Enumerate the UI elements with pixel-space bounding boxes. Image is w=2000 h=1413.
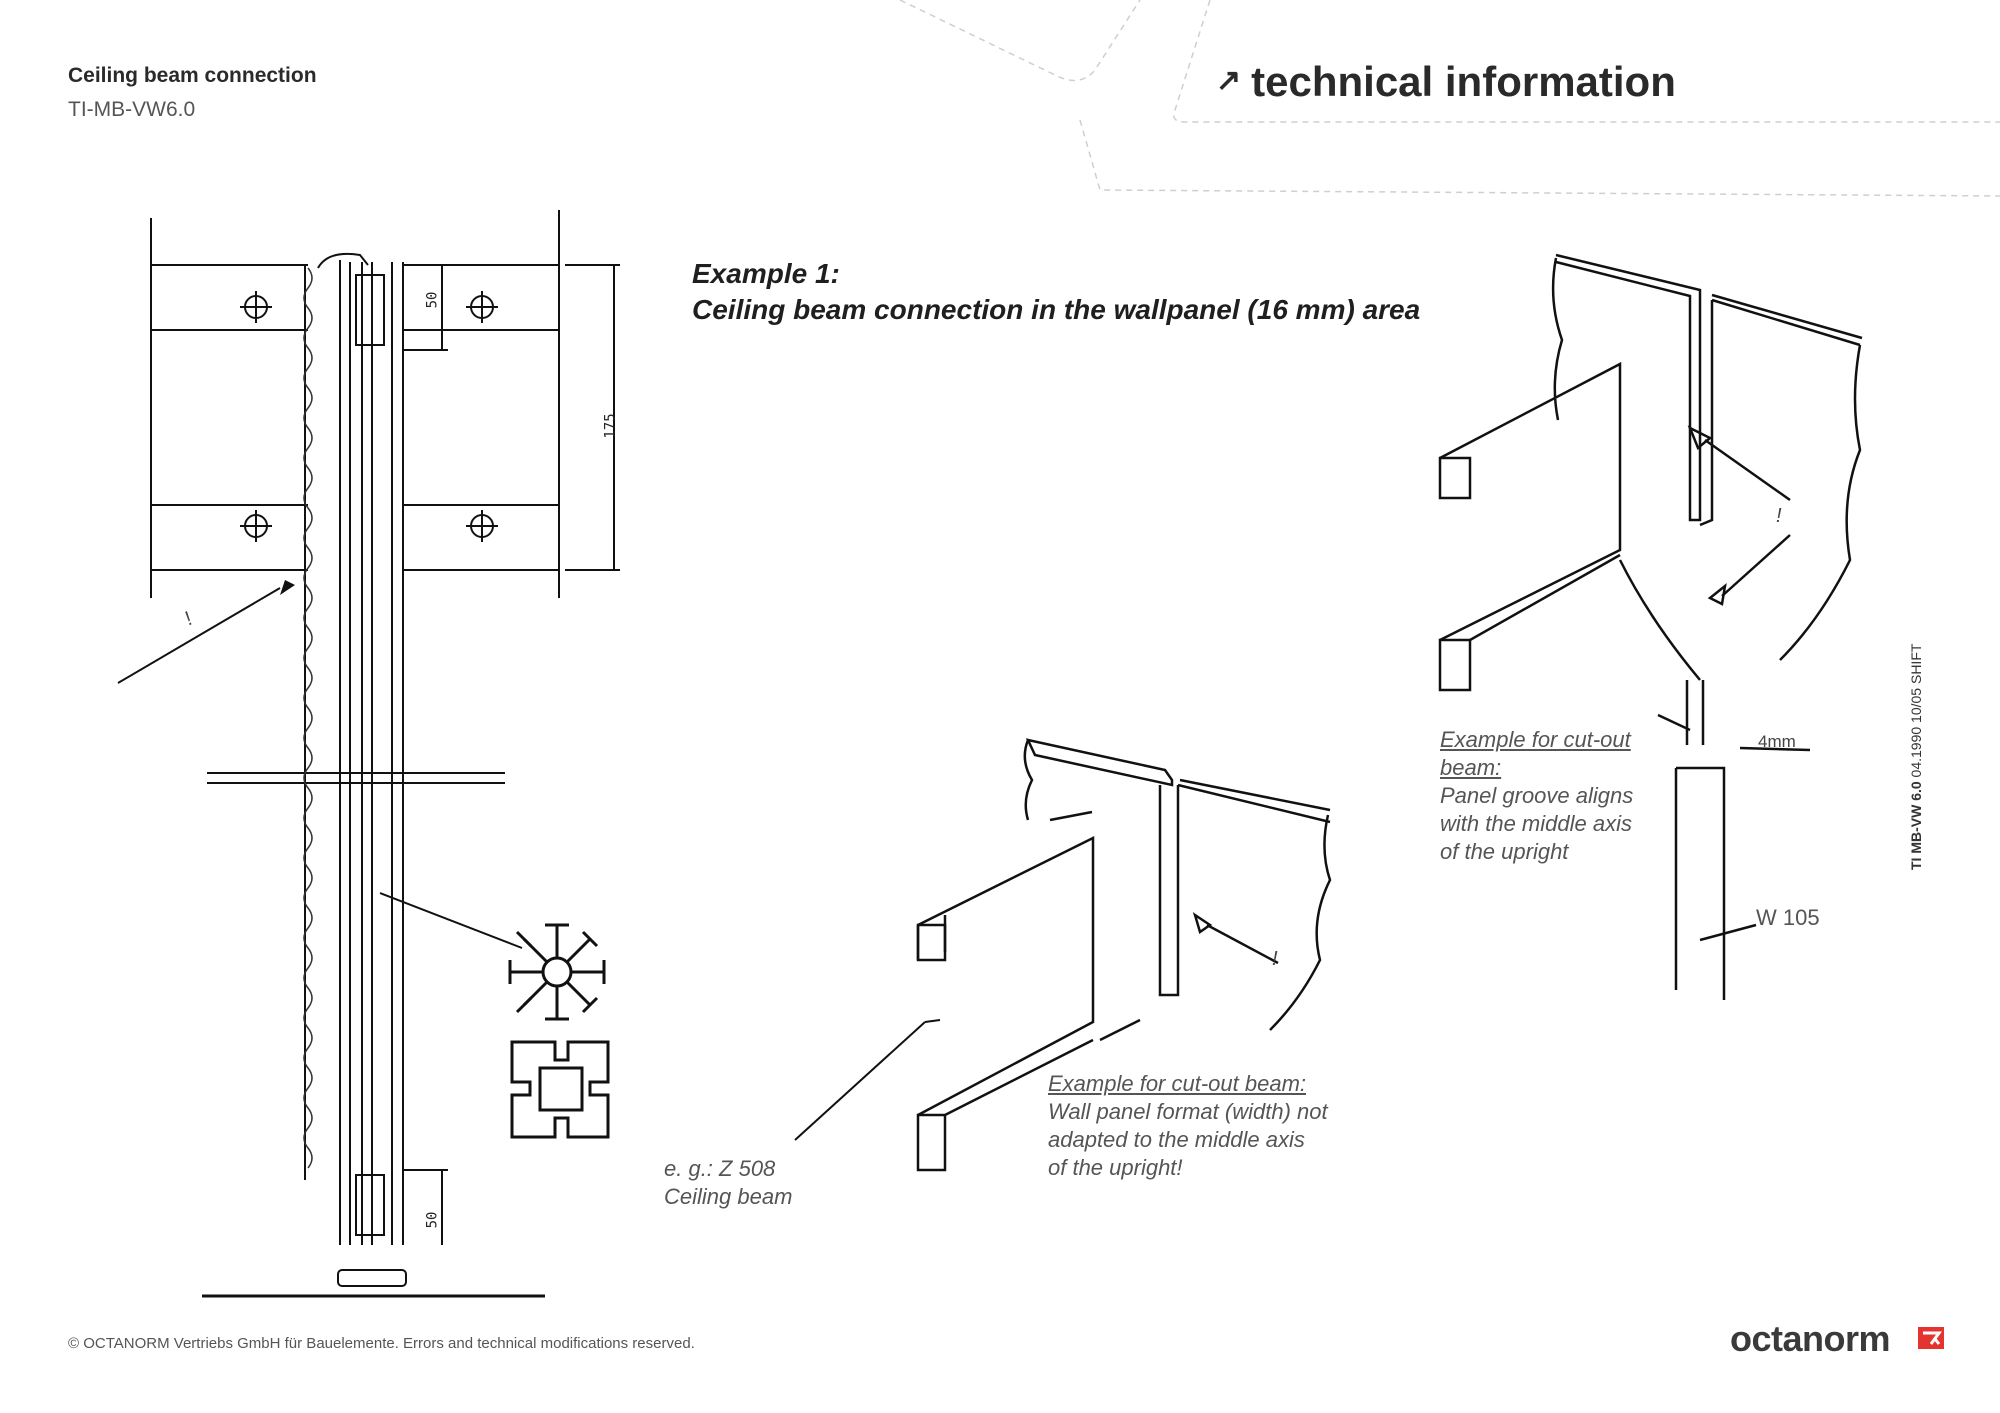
example-heading-line2: Ceiling beam connection in the wallpanel… (692, 294, 1421, 325)
right-note-line3: Panel groove aligns (1440, 783, 1634, 808)
warning-mark-middle: ! (1272, 948, 1278, 970)
arrow-up-right-icon: ↗ (1216, 64, 1242, 97)
middle-note: Example for cut-out beam: Wall panel for… (1048, 1070, 1328, 1182)
dimension-4mm: 4mm (1758, 732, 1796, 751)
w105-label: W 105 (1756, 905, 1820, 930)
warning-mark-right: ! (1776, 505, 1782, 527)
brand-logo-text: octanorm (1730, 1318, 1891, 1359)
section-title-text: technical information (1251, 58, 1676, 105)
side-reference-rest: 04.1990 10/05 SHIFT (1908, 643, 1924, 782)
right-note-heading-line1: Example for cut-out (1440, 727, 1631, 752)
ceiling-beam-label-line2: Ceiling beam (664, 1184, 793, 1209)
document-code: TI-MB-VW6.0 (68, 98, 196, 121)
side-reference: TI MB-VW 6.0 04.1990 10/05 SHIFT (1908, 644, 1924, 870)
middle-note-line3: adapted to the middle axis (1048, 1127, 1305, 1152)
ceiling-beam-label: e. g.: Z 508 Ceiling beam (664, 1155, 792, 1211)
middle-note-heading: Example for cut-out beam: (1048, 1071, 1307, 1096)
example-heading-line1: Example 1: (692, 258, 840, 289)
right-note-line5: of the upright (1440, 839, 1569, 864)
right-note: Example for cut-out beam: Panel groove a… (1440, 726, 1633, 866)
square-profile-icon (510, 1040, 610, 1139)
copyright-text: © OCTANORM Vertriebs GmbH für Bauelement… (68, 1335, 695, 1352)
middle-note-line4: of the upright! (1048, 1155, 1183, 1180)
section-title: ↗ technical information (1216, 58, 1676, 106)
document-title: Ceiling beam connection (68, 64, 317, 87)
right-note-heading-line2: beam: (1440, 755, 1502, 780)
middle-note-line2: Wall panel format (width) not (1048, 1099, 1328, 1124)
octagon-profile-icon (508, 923, 606, 1021)
side-reference-code: TI MB-VW 6.0 (1908, 781, 1924, 870)
ceiling-beam-label-line1: e. g.: Z 508 (664, 1156, 776, 1181)
octanorm-logo-mark-icon (1918, 1327, 1944, 1349)
right-note-line4: with the middle axis (1440, 811, 1632, 836)
example-heading: Example 1: Ceiling beam connection in th… (692, 256, 1420, 328)
